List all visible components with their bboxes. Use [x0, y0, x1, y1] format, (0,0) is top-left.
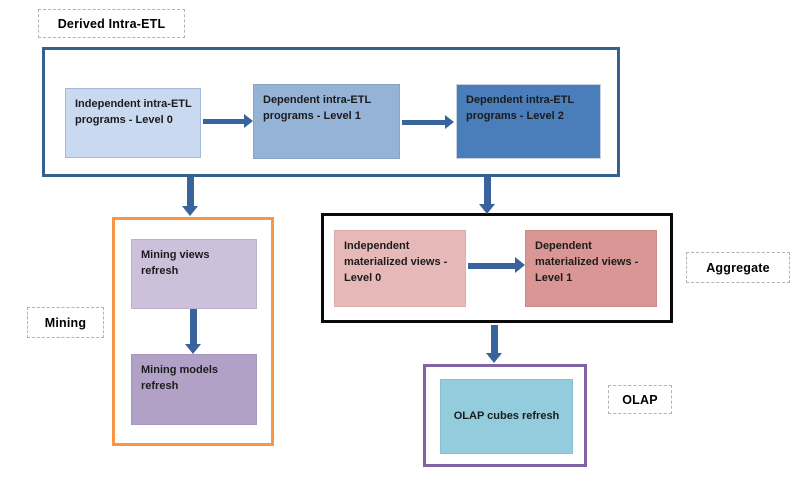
arrow-head-icon [479, 204, 495, 214]
node-mining-models-refresh: Mining models refresh [131, 354, 257, 425]
arrow-shaft [187, 177, 194, 206]
arrow-head-icon [515, 257, 525, 273]
node-mining-views-refresh: Mining views refresh [131, 239, 257, 309]
label-aggregate: Aggregate [686, 252, 790, 283]
node-dependent-intra-etl-level2: Dependent intra-ETL programs - Level 2 [456, 84, 601, 159]
node-dependent-intra-etl-level1: Dependent intra-ETL programs - Level 1 [253, 84, 400, 159]
arrow-shaft [203, 119, 244, 124]
arrow-head-icon [182, 206, 198, 216]
node-dependent-materialized-views-level1: Dependent materialized views - Level 1 [525, 230, 657, 307]
label-olap: OLAP [608, 385, 672, 414]
node-independent-materialized-views-level0: Independent materialized views - Level 0 [334, 230, 466, 307]
arrow-head-icon [486, 353, 502, 363]
derived-intra-etl-group-box [42, 47, 620, 177]
label-derived-intra-etl: Derived Intra-ETL [38, 9, 185, 38]
olap-group-box [423, 364, 587, 467]
node-olap-cubes-refresh: OLAP cubes refresh [440, 379, 573, 454]
arrow-shaft [484, 177, 491, 204]
aggregate-group-box [321, 213, 673, 323]
node-independent-intra-etl-level0: Independent intra-ETL programs - Level 0 [65, 88, 201, 158]
arrow-head-icon [445, 115, 454, 129]
label-mining: Mining [27, 307, 104, 338]
arrow-head-icon [185, 344, 201, 354]
mining-group-box [112, 217, 274, 446]
arrow-shaft [402, 120, 445, 125]
arrow-shaft [468, 263, 515, 269]
arrow-head-icon [244, 114, 253, 128]
arrow-shaft [190, 309, 197, 344]
arrow-shaft [491, 325, 498, 353]
